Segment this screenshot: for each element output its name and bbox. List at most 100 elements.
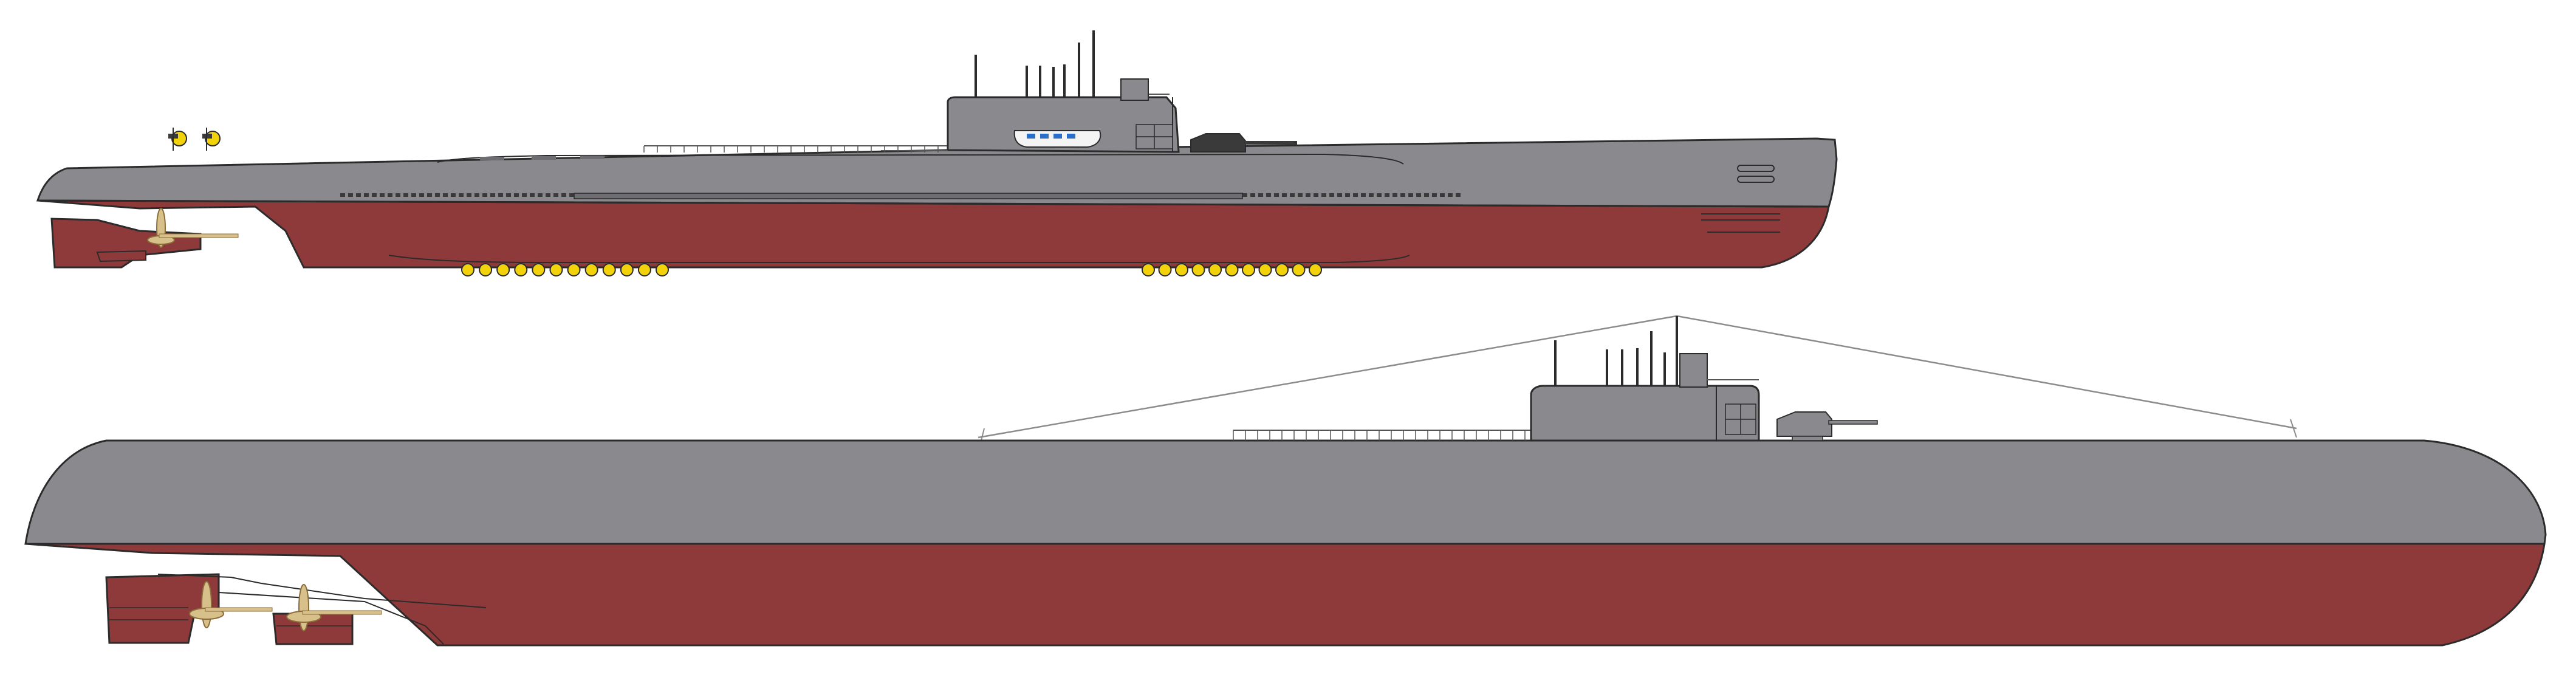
limber-hole — [340, 193, 345, 197]
limber-hole — [569, 193, 574, 197]
limber-hole — [561, 193, 566, 197]
lower-propeller-left-icon — [189, 581, 273, 628]
limber-hole — [1377, 193, 1382, 197]
buoy — [549, 263, 563, 276]
upper-deck-gun-icon — [1190, 133, 1297, 153]
limber-hole — [482, 193, 487, 197]
buoy — [1142, 263, 1155, 276]
limber-hole — [1314, 193, 1318, 197]
lower-periscope-masts — [1554, 316, 1678, 386]
limber-hole — [403, 193, 408, 197]
limber-hole — [372, 193, 377, 197]
limber-hole — [546, 193, 550, 197]
limber-hole — [459, 193, 464, 197]
buoy — [584, 263, 598, 276]
buoy — [1242, 263, 1255, 276]
limber-hole — [530, 193, 535, 197]
limber-hole — [1290, 193, 1295, 197]
lower-sail-bridge — [1679, 353, 1708, 388]
limber-hole — [1282, 193, 1287, 197]
limber-hole — [348, 193, 353, 197]
buoy — [1208, 263, 1222, 276]
limber-hole — [1424, 193, 1429, 197]
upper-stern-skeg — [50, 218, 202, 269]
limber-hole — [396, 193, 400, 197]
limber-hole — [1400, 193, 1405, 197]
limber-hole — [490, 193, 495, 197]
limber-hole — [1369, 193, 1374, 197]
lower-propeller-right-icon — [286, 584, 382, 631]
upper-stern-floats-icon — [168, 128, 221, 151]
upper-waterline — [37, 199, 1829, 208]
limber-hole — [1258, 193, 1263, 197]
limber-hole — [498, 193, 503, 197]
buoy — [1158, 263, 1172, 276]
buoy — [461, 263, 474, 276]
upper-bow-torpedo-tubes — [1701, 165, 1780, 233]
limber-hole — [411, 193, 416, 197]
limber-hole — [443, 193, 448, 197]
upper-deck-strake — [574, 193, 1243, 199]
buoy — [496, 263, 510, 276]
upper-deck-hatches — [480, 156, 605, 160]
buoy — [514, 263, 528, 276]
buoy — [532, 263, 546, 276]
limber-hole — [522, 193, 527, 197]
limber-hole — [1345, 193, 1350, 197]
limber-hole — [553, 193, 558, 197]
lower-hull-red — [25, 543, 2546, 647]
upper-propeller-icon — [147, 208, 239, 248]
buoy — [1175, 263, 1188, 276]
limber-hole — [356, 193, 361, 197]
limber-hole — [427, 193, 432, 197]
limber-hole — [435, 193, 440, 197]
buoy — [1292, 263, 1306, 276]
upper-periscope-masts — [975, 30, 1095, 97]
upper-sail-bridge — [1120, 78, 1149, 101]
buoy — [1225, 263, 1239, 276]
limber-hole — [1242, 193, 1247, 197]
buoy — [1275, 263, 1289, 276]
limber-hole — [364, 193, 369, 197]
limber-hole — [380, 193, 385, 197]
upper-buoys-rear — [461, 263, 669, 276]
upper-stern-fin — [96, 250, 146, 262]
limber-hole — [1306, 193, 1310, 197]
limber-hole — [1274, 193, 1279, 197]
buoy — [656, 263, 669, 276]
upper-sail — [947, 96, 1180, 153]
buoy — [1191, 263, 1205, 276]
buoy — [620, 263, 634, 276]
upper-deck-rail — [643, 94, 1170, 153]
limber-hole — [1361, 193, 1366, 197]
limber-hole — [1321, 193, 1326, 197]
upper-hull-red — [37, 199, 1830, 269]
limber-hole — [1385, 193, 1389, 197]
limber-hole — [451, 193, 456, 197]
lower-deck-gun-icon — [1776, 411, 1878, 441]
buoy — [1309, 263, 1322, 276]
limber-hole — [514, 193, 519, 197]
limber-hole — [1432, 193, 1437, 197]
lower-hull-grey — [24, 439, 2547, 545]
limber-hole — [1266, 193, 1271, 197]
buoy — [602, 263, 616, 276]
limber-hole — [538, 193, 543, 197]
upper-saddle-line — [388, 255, 1410, 263]
upper-buoys-front — [1142, 263, 1322, 276]
limber-hole — [1250, 193, 1255, 197]
limber-hole — [1353, 193, 1358, 197]
submarine-lower — [24, 315, 2547, 647]
limber-hole — [388, 193, 392, 197]
limber-hole — [467, 193, 471, 197]
lower-sail — [1530, 385, 1760, 442]
limber-hole — [1440, 193, 1445, 197]
limber-hole — [1329, 193, 1334, 197]
buoy — [567, 263, 581, 276]
upper-hull-grey — [36, 137, 1838, 208]
limber-hole — [1298, 193, 1303, 197]
upper-launch-boat — [1013, 130, 1101, 148]
limber-hole — [1448, 193, 1453, 197]
buoy — [479, 263, 493, 276]
